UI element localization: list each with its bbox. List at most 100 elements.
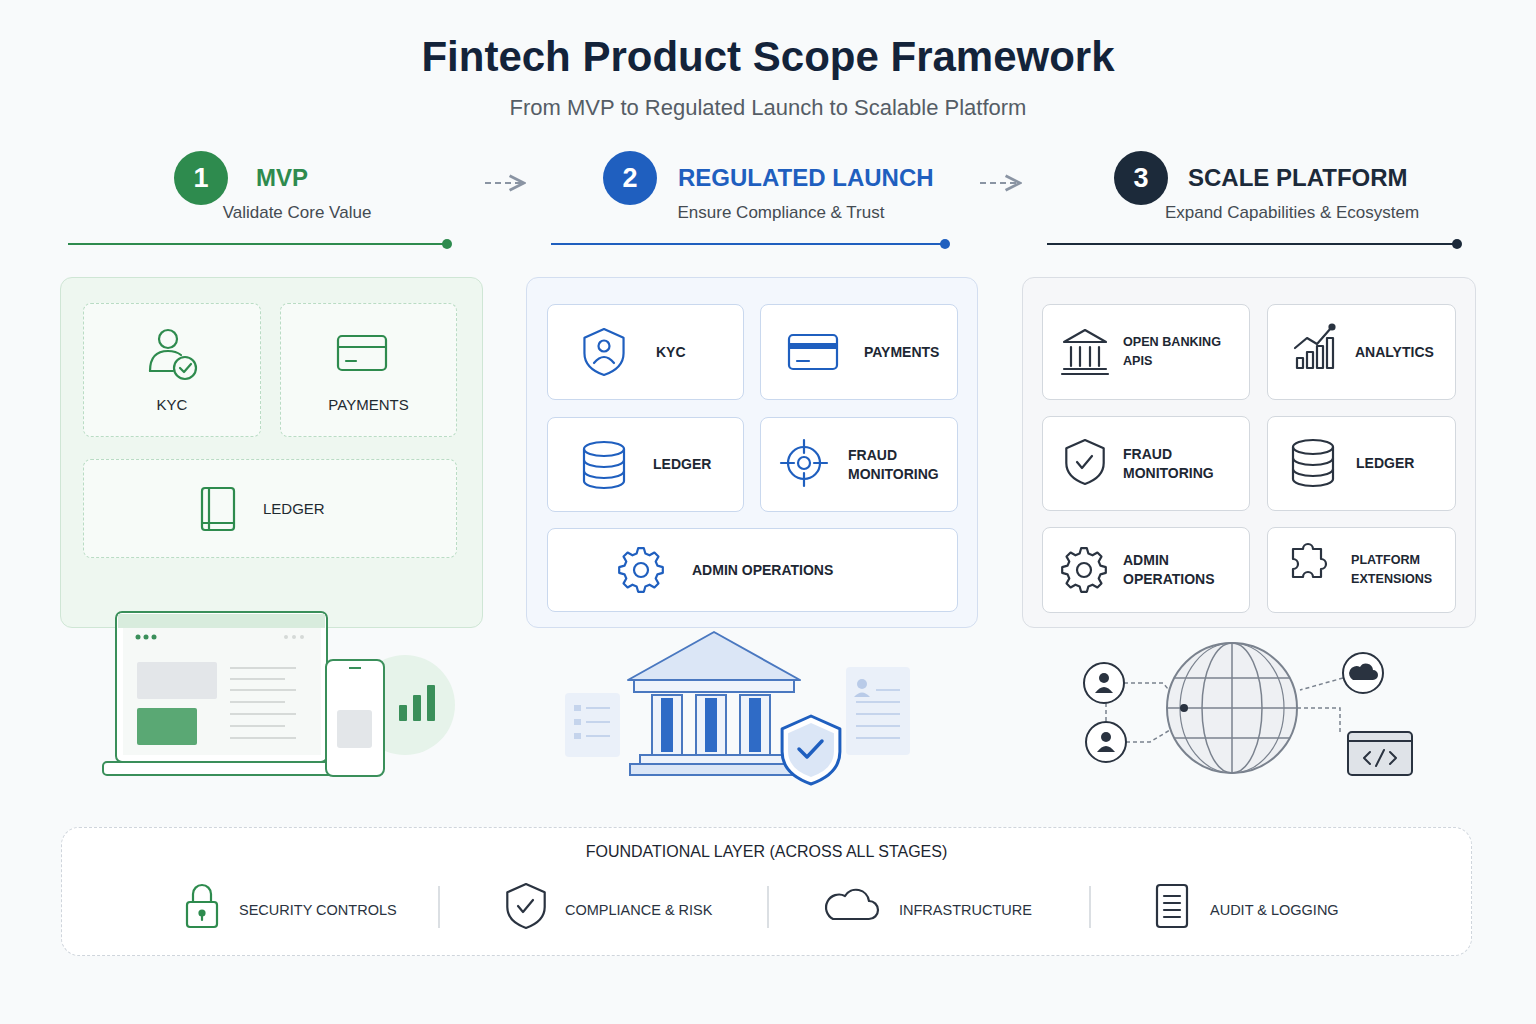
capability-label: PLATFORM EXTENSIONS [1351, 551, 1455, 589]
db-icon [584, 449, 624, 488]
band-title: FOUNDATIONAL LAYER (ACROSS ALL STAGES) [62, 842, 1471, 862]
shield-person-icon [599, 341, 610, 352]
document-line [856, 725, 900, 727]
target-icon [798, 457, 810, 469]
capability-label: LEDGER [1356, 454, 1414, 473]
bank-icon [1098, 347, 1100, 366]
chart-icon [1295, 328, 1331, 348]
stage-subtitle: Expand Capabilities & Ecosystem [1122, 203, 1462, 223]
stage-underline [551, 243, 945, 245]
step-number: 2 [603, 151, 657, 205]
person-check-icon [150, 370, 173, 372]
chart-bar [427, 685, 435, 721]
lock-icon [200, 911, 205, 916]
user-node [1084, 663, 1124, 703]
shield-person-icon [594, 357, 614, 363]
user-glyph [1095, 687, 1113, 693]
capability-label: ADMIN OPERATIONS [1123, 551, 1227, 589]
document [565, 693, 620, 757]
laptop-base [103, 762, 333, 775]
divider [1089, 886, 1091, 928]
bank-icon [1064, 330, 1106, 342]
divider [767, 886, 769, 928]
capability-label: LEDGER [653, 455, 711, 474]
stage-panel: MVPValidate Core Value1KYCPAYMENTSLEDGER [60, 150, 483, 628]
globe-parallel [1167, 707, 1297, 709]
laptop-display [123, 628, 321, 755]
network-link [1105, 703, 1107, 722]
book-icon [208, 488, 210, 530]
capability-card: OPEN BANKING APIS [1042, 304, 1250, 400]
doc-icon [1164, 902, 1180, 904]
card-icon [346, 360, 356, 362]
code-glyph [1364, 750, 1396, 766]
capability-label: KYC [157, 395, 188, 414]
document-line [856, 737, 900, 739]
capability-label: LEDGER [263, 499, 325, 518]
gear-icon [634, 563, 648, 577]
db-icon [584, 442, 624, 456]
code-window [1348, 732, 1412, 775]
network-link [1126, 730, 1170, 742]
phone-block [337, 710, 372, 748]
capability-label: FRAUD MONITORING [848, 446, 952, 484]
capability-card: ANALYTICS [1267, 304, 1456, 400]
document-mark [574, 705, 581, 711]
card-blue-icon [797, 360, 809, 362]
db-icon [1293, 440, 1333, 454]
network-link [1300, 678, 1343, 690]
puzzle-icon [1293, 544, 1326, 577]
doc-icon [1164, 916, 1180, 918]
user-glyph [1099, 673, 1109, 683]
document-mark [574, 719, 581, 725]
content-line [230, 701, 285, 703]
bank-icon [1070, 347, 1072, 366]
step-number-text: 3 [1133, 163, 1148, 193]
person-check-icon [159, 330, 177, 348]
chart-icon [1327, 338, 1333, 368]
shield-check [799, 741, 822, 757]
stage-underline [1047, 243, 1457, 245]
lock-icon [187, 902, 217, 927]
document-person [857, 679, 867, 689]
bank-column-fill [661, 698, 673, 752]
foundation-band: FOUNDATIONAL LAYER (ACROSS ALL STAGES)SE… [61, 827, 1472, 956]
window-dot [144, 635, 149, 640]
bank-icon [1079, 347, 1081, 366]
subtitle: From MVP to Regulated Launch to Scalable… [0, 95, 1536, 121]
document-line [586, 735, 610, 737]
user-glyph [1101, 732, 1111, 742]
person-check-icon [150, 351, 181, 371]
lock-icon [201, 915, 203, 920]
network-link [1297, 708, 1340, 732]
stage-subtitle: Validate Core Value [127, 203, 467, 223]
document-line [876, 689, 900, 691]
cloud-glyph [1349, 664, 1378, 680]
capability-card: ADMIN OPERATIONS [1042, 527, 1250, 613]
doc-icon [1164, 909, 1180, 911]
shield-check-icon [1077, 456, 1092, 468]
bank-icon [1062, 373, 1108, 375]
doc-icon [1164, 895, 1180, 897]
shield-check-icon [518, 900, 533, 912]
capability-card: PAYMENTS [280, 303, 457, 437]
content-line [230, 713, 296, 715]
person-check-icon [174, 357, 196, 379]
chart-icon [1297, 358, 1303, 368]
document-line [856, 701, 900, 703]
doc-icon [1157, 885, 1187, 927]
stage-underline [68, 243, 447, 245]
bank-column [740, 695, 770, 755]
laptop-screen [116, 612, 327, 762]
target-icon [788, 447, 820, 479]
step-number: 3 [1114, 151, 1168, 205]
bank-column-fill [705, 698, 717, 752]
capability-card: PAYMENTS [760, 304, 958, 400]
shield-check-icon [507, 884, 544, 928]
globe-meridian [1202, 643, 1262, 773]
bank-step [640, 755, 790, 764]
capability-card: KYC [83, 303, 261, 437]
card-icon [338, 346, 386, 348]
shield-check-icon [1066, 440, 1103, 484]
content-line [230, 737, 296, 739]
